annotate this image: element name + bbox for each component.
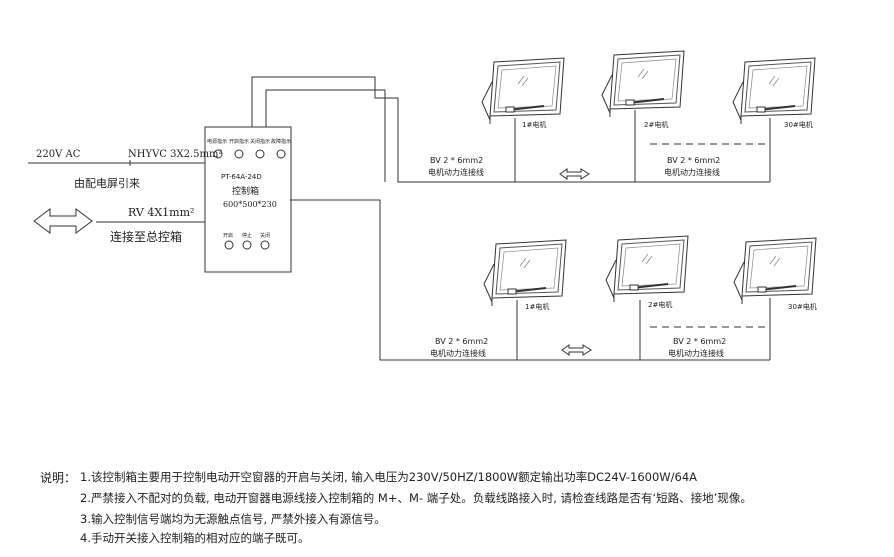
- control-box-size: 600*500*230: [223, 200, 277, 209]
- window-icon: [733, 237, 817, 305]
- window-icon: [601, 50, 685, 118]
- link-note: 连接至总控箱: [110, 230, 183, 244]
- window-icon: [605, 235, 689, 303]
- cable-note: 电机动力连接线: [664, 168, 720, 177]
- switch-label: 开启: [223, 233, 234, 239]
- motor-label: 1#电机: [522, 121, 547, 129]
- switch-label: 停止: [242, 233, 253, 239]
- supply-cable-label: NHYVC 3X2.5mm²: [128, 149, 223, 160]
- cable-label: BV 2 * 6mm2: [667, 156, 721, 165]
- supply-label: 220V AC: [36, 149, 81, 160]
- wire-group1-a: [251, 76, 635, 183]
- note-item: 2.严禁接入不配对的负载, 电动开窗器电源线接入控制箱的 M+、M- 端子处。负…: [80, 491, 752, 505]
- window-icon: [481, 57, 565, 125]
- cable-label: BV 2 * 6mm2: [435, 337, 489, 346]
- cable-note: 电机动力连接线: [430, 349, 486, 358]
- wire-group1-b: [265, 89, 386, 182]
- motor-label: 2#电机: [648, 301, 673, 309]
- link-cable-label: RV 4X1mm²: [128, 206, 195, 219]
- double-arrow-icon: [561, 344, 592, 356]
- note-item: 4.手动开关接入控制箱的相对应的端子既可。: [80, 531, 310, 545]
- cable-label: BV 2 * 6mm2: [430, 156, 484, 165]
- wire-group2-a: [290, 199, 640, 361]
- switch-label: 关闭: [260, 233, 271, 239]
- window-icon: [732, 57, 816, 125]
- indicator-label: 开启指示: [229, 139, 250, 145]
- double-arrow-icon: [33, 208, 93, 234]
- motor-label: 2#电机: [644, 121, 669, 129]
- cable-note: 电机动力连接线: [428, 168, 484, 177]
- window-icon: [483, 239, 567, 307]
- supply-source-note: 由配电屏引来: [74, 177, 140, 190]
- cable-note: 电机动力连接线: [668, 349, 724, 358]
- motor-label: 1#电机: [525, 303, 550, 311]
- double-arrow-icon: [559, 168, 590, 180]
- cable-label: BV 2 * 6mm2: [673, 337, 727, 346]
- motor-label: 30#电机: [788, 303, 817, 311]
- note-item: 1.该控制箱主要用于控制电动开空窗器的开启与关闭, 输入电压为230V/50HZ…: [80, 470, 698, 484]
- indicator-label: 关闭指示: [250, 139, 271, 145]
- indicator-label: 电源指示: [207, 139, 228, 145]
- control-box-name: 控制箱: [232, 187, 260, 197]
- indicator-label: 故障指示: [271, 139, 292, 145]
- notes-prefix: 说明：: [40, 471, 77, 485]
- motor-label: 30#电机: [784, 121, 813, 129]
- control-box-model: PT-64A-24D: [221, 173, 262, 181]
- note-item: 3.输入控制信号端均为无源触点信号, 严禁外接入有源信号。: [80, 512, 386, 526]
